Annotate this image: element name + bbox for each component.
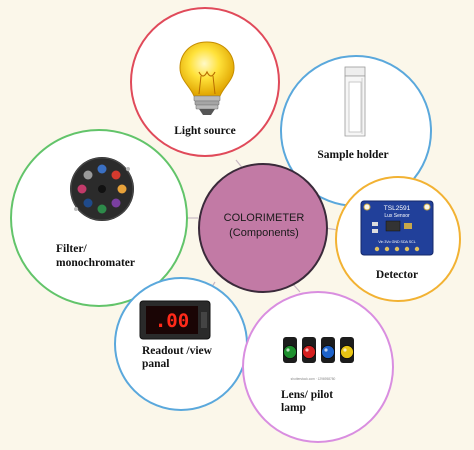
readout-label-line-1: Readout /view [142, 345, 213, 357]
filter-label-line-1: Filter/ [56, 243, 87, 255]
lens-label-line-1: Lens/ pilot [281, 389, 333, 401]
node-filter: Filter/ monochromater [10, 129, 188, 307]
pilot-lamp-icon: shutterstock.com · 1296958780 [273, 322, 373, 384]
sensor-subtitle: Lux Sensor [384, 213, 410, 219]
readout-ring [114, 277, 248, 411]
light-source-label: Light source [174, 125, 235, 137]
sensor-pin-labels: Vin 3Vo GND SDA SCL [378, 240, 416, 244]
lens-label-line-2: lamp [281, 402, 306, 414]
node-readout: .00 Readout /view panal [114, 277, 248, 411]
node-detector: TSL2591 Lux Sensor Vin 3Vo GND SDA SCL D… [335, 176, 461, 302]
center-circle [198, 163, 328, 293]
lens-label: Lens/ pilot lamp [281, 389, 336, 414]
center-node: COLORIMETER (Components) [198, 163, 328, 293]
node-light-source: Light source [130, 7, 280, 157]
cuvette-icon [344, 66, 366, 137]
filter-wheel-icon [70, 157, 134, 221]
readout-label: Readout /view panal [142, 345, 215, 370]
pilot-lamp-green [283, 337, 297, 363]
pilot-lamp-blue [321, 337, 335, 363]
sensor-board-icon: TSL2591 Lux Sensor Vin 3Vo GND SDA SCL [360, 200, 434, 256]
node-sample-holder: Sample holder [280, 55, 432, 207]
digital-display-icon: .00 [139, 300, 211, 340]
readout-label-line-2: panal [142, 358, 170, 370]
node-lens: shutterstock.com · 1296958780 Lens/ pilo… [242, 291, 394, 443]
pilot-lamp-yellow [340, 337, 354, 363]
light-bulb-icon [179, 41, 235, 115]
filter-label-line-2: monochromater [56, 257, 135, 269]
filter-label: Filter/ monochromater [56, 243, 135, 269]
center-subtitle: (Components) [229, 227, 299, 239]
sample-holder-label: Sample holder [317, 149, 388, 161]
sensor-title: TSL2591 [384, 205, 411, 212]
center-title: COLORIMETER [224, 212, 305, 224]
pilot-lamp-red [302, 337, 316, 363]
detector-label: Detector [376, 269, 418, 281]
readout-value: .00 [155, 310, 189, 332]
lens-image-caption: shutterstock.com · 1296958780 [291, 377, 336, 381]
